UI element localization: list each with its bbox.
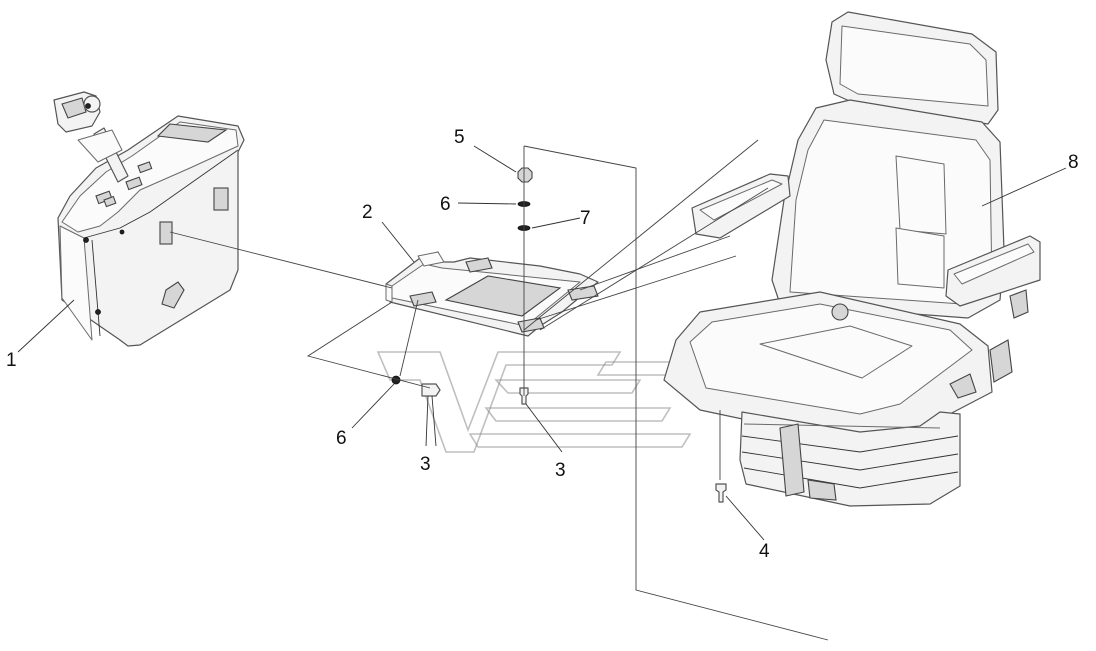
control-console [53,91,245,347]
callout-label-washer-upper: 6 [440,194,451,215]
callout-label-lock-washer: 7 [580,208,591,229]
operator-seat [663,11,1041,507]
callout-label-bolt-left: 3 [420,454,431,475]
callout-label-seat-bolt: 4 [759,541,770,562]
leader-lines [17,145,1067,541]
bolt [715,483,727,503]
callout-label-bolt-right: 3 [555,460,566,481]
callout-label-console: 1 [6,350,17,371]
callout-label-bracket: 2 [362,202,373,223]
hardware [391,167,727,503]
callout-label-seat: 8 [1068,152,1079,173]
callout-labels: 1 2 3 3 4 5 6 6 7 8 [6,127,1079,562]
mounting-bracket [385,251,599,337]
bolt [421,383,441,397]
callout-label-nut: 5 [454,127,465,148]
nut [517,167,533,183]
callout-label-washer-lower: 6 [336,428,347,449]
assembly-lines [169,139,829,641]
